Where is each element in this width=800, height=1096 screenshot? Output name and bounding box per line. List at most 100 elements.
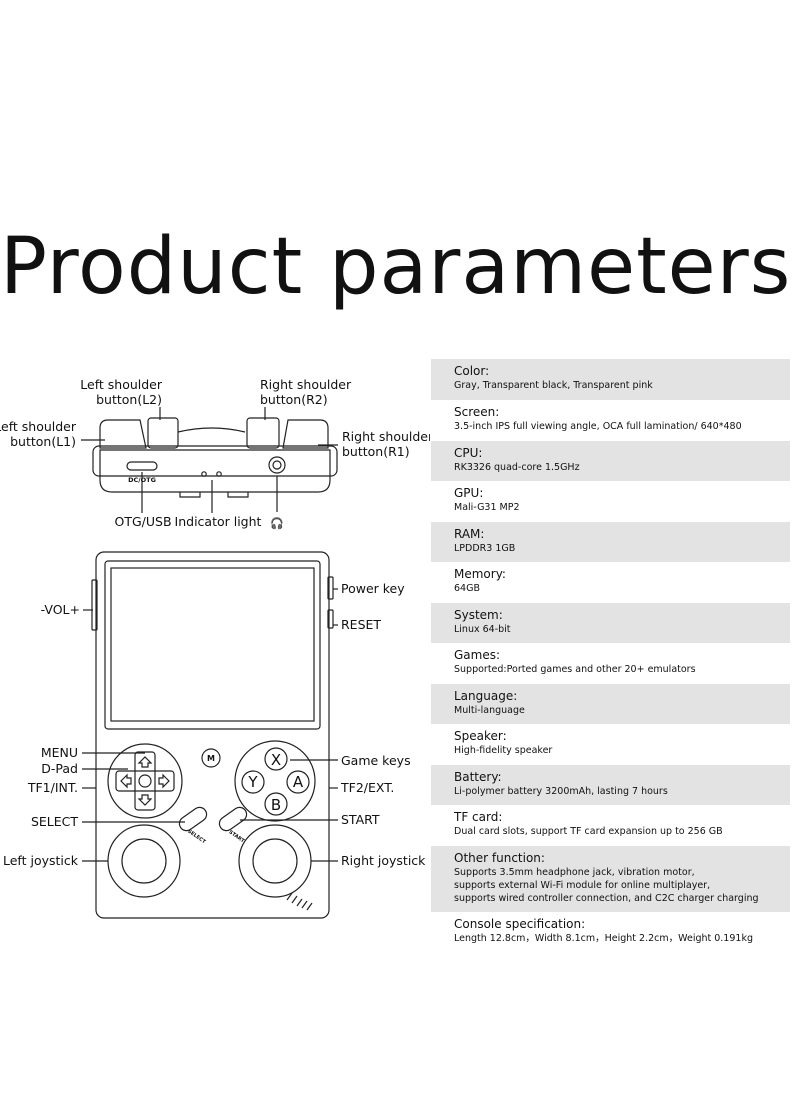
top-bridge <box>177 427 246 433</box>
button-b-letter: B <box>271 796 281 814</box>
select-button-text: SELECT <box>186 828 207 845</box>
label-power-key: Power key <box>341 581 405 596</box>
dpad-arrow-down <box>137 794 153 806</box>
spec-label: Battery: <box>454 770 502 784</box>
spec-row-memory: Memory: 64GB <box>431 562 790 603</box>
spec-row-language: Language: Multi-language <box>431 684 790 724</box>
left-joystick-cap <box>121 838 167 884</box>
speaker-grille <box>286 892 313 911</box>
spec-row-gpu: GPU: Mali-G31 MP2 <box>431 481 790 522</box>
spec-label: Console specification: <box>454 917 586 931</box>
button-m-letter: M <box>207 754 215 763</box>
button-x-letter: X <box>271 751 281 769</box>
spec-value: supports external Wi-Fi module for onlin… <box>454 880 711 891</box>
spec-row-color: Color: Gray, Transparent black, Transpar… <box>431 359 790 400</box>
label-dpad: D-Pad <box>41 761 78 776</box>
dpad-center <box>138 774 152 788</box>
shoulder-l1-shape <box>99 419 147 449</box>
headphone-icon: 🎧 <box>270 517 284 530</box>
spec-label: Screen: <box>454 405 500 419</box>
page-title: Product parameters <box>0 222 792 312</box>
label-left-shoulder-l1-line2: button(L1) <box>10 434 76 449</box>
label-right-shoulder-r1-line2: button(R1) <box>342 444 410 459</box>
spec-row-cpu: CPU: RK3326 quad-core 1.5GHz <box>431 441 790 481</box>
label-right-shoulder-r2-line2: button(R2) <box>260 392 328 407</box>
right-joystick-outer <box>238 824 312 898</box>
spec-value: LPDDR3 1GB <box>454 543 516 554</box>
start-button-shape <box>218 806 248 832</box>
spec-row-console-specification: Console specification: Length 12.8cm，Wid… <box>431 912 790 954</box>
spec-value: 64GB <box>454 583 480 594</box>
spec-row-other-function: Other function: Supports 3.5mm headphone… <box>431 846 790 912</box>
usb-c-port <box>126 461 158 471</box>
right-joystick-cap <box>252 838 298 884</box>
shoulder-r2-shape <box>246 417 280 449</box>
label-left-shoulder-l1-line1: Left shoulder <box>0 419 77 434</box>
spec-value: Gray, Transparent black, Transparent pin… <box>454 380 653 391</box>
button-y-letter: Y <box>247 773 258 791</box>
spec-label: Games: <box>454 648 501 662</box>
spec-label: RAM: <box>454 527 485 541</box>
label-vol: -VOL+ <box>41 602 80 617</box>
spec-value: High-fidelity speaker <box>454 745 553 756</box>
power-button-shape <box>327 576 334 600</box>
spec-value: Supports 3.5mm headphone jack, vibration… <box>454 867 695 878</box>
spec-row-battery: Battery: Li-polymer battery 3200mAh, las… <box>431 765 790 805</box>
spec-row-tf-card: TF card: Dual card slots, support TF car… <box>431 805 790 846</box>
label-game-keys: Game keys <box>341 753 411 768</box>
label-otg-usb: OTG/USB <box>114 514 171 529</box>
dpad-arrow-right <box>158 773 170 789</box>
menu-button-shape <box>201 748 221 768</box>
spec-row-speaker: Speaker: High-fidelity speaker <box>431 724 790 765</box>
indicator-led-2 <box>216 471 222 477</box>
headphone-jack-ring <box>268 456 286 474</box>
console-body <box>95 551 330 919</box>
spec-label: Color: <box>454 364 490 378</box>
console-diagram: Left shoulder button(L2) Right shoulder … <box>0 377 430 919</box>
spec-value: Li-polymer battery 3200mAh, lasting 7 ho… <box>454 786 668 797</box>
spec-label: Other function: <box>454 851 545 865</box>
label-menu: MENU <box>41 745 78 760</box>
dpad-arrow-up <box>137 756 153 768</box>
label-left-joystick: Left joystick <box>3 853 79 868</box>
spec-value: Multi-language <box>454 705 525 716</box>
spec-row-ram: RAM: LPDDR3 1GB <box>431 522 790 562</box>
spec-value: Supported:Ported games and other 20+ emu… <box>454 664 696 675</box>
spec-value: Mali-G31 MP2 <box>454 502 520 513</box>
spec-value: 3.5-inch IPS full viewing angle, OCA ful… <box>454 421 742 432</box>
label-left-shoulder-l2-line1: Left shoulder <box>80 377 163 392</box>
spec-label: CPU: <box>454 446 483 460</box>
label-select: SELECT <box>31 814 78 829</box>
label-reset: RESET <box>341 617 381 632</box>
select-button-shape <box>178 806 208 832</box>
dpad-horizontal <box>115 770 175 792</box>
button-a-letter: A <box>293 773 304 791</box>
vol-button-shape <box>91 579 98 631</box>
dpad-ring <box>107 743 183 819</box>
spec-value: Length 12.8cm，Width 8.1cm，Height 2.2cm，W… <box>454 933 753 944</box>
button-x-shape <box>264 747 288 771</box>
spec-value: Linux 64-bit <box>454 624 511 635</box>
spec-label: Language: <box>454 689 518 703</box>
button-a-shape <box>286 770 310 794</box>
spec-value: RK3326 quad-core 1.5GHz <box>454 462 580 473</box>
spec-value: supports wired controller connection, an… <box>454 893 759 904</box>
spec-row-screen: Screen: 3.5-inch IPS full viewing angle,… <box>431 400 790 441</box>
left-joystick-outer <box>107 824 181 898</box>
button-y-shape <box>241 770 265 794</box>
spec-label: Speaker: <box>454 729 507 743</box>
label-tf1: TF1/INT. <box>27 780 78 795</box>
top-view-body <box>99 449 331 493</box>
spec-label: System: <box>454 608 503 622</box>
start-button-text: START <box>228 829 246 844</box>
label-right-joystick: Right joystick <box>341 853 426 868</box>
spec-label: TF card: <box>454 810 503 824</box>
shoulder-l2-shape <box>147 417 179 449</box>
spec-value: Dual card slots, support TF card expansi… <box>454 826 723 837</box>
label-start: START <box>341 812 380 827</box>
label-indicator-light: Indicator light <box>175 514 262 529</box>
label-tf2: TF2/EXT. <box>340 780 394 795</box>
headphone-jack-hole <box>272 460 282 470</box>
label-left-shoulder-l2-line2: button(L2) <box>96 392 162 407</box>
button-b-shape <box>264 792 288 816</box>
